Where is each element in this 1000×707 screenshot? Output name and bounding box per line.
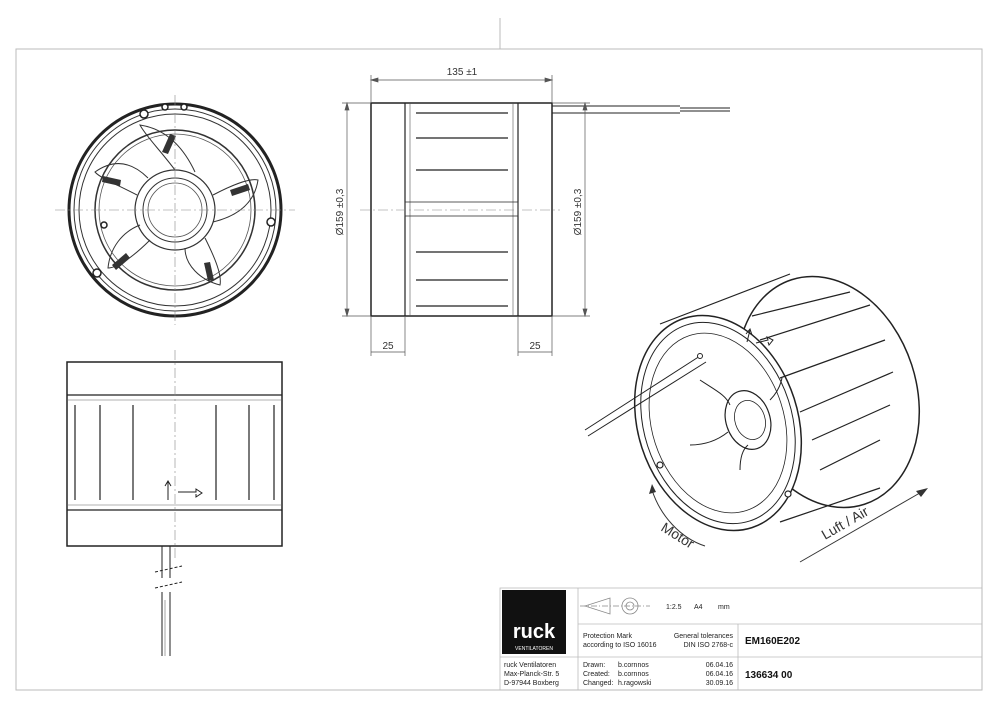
dimension-diameter-right: Ø159 ±0,3 [573,188,584,235]
tolerance-line2: DIN ISO 2768-c [684,642,734,649]
history-name: b.cornnos [618,671,649,678]
address-line: D-97944 Boxberg [504,680,559,687]
history-name: b.cornnos [618,662,649,669]
unit: mm [718,604,730,611]
history-date: 06.04.16 [706,662,733,669]
motor-rotation-arrow [649,484,706,547]
dimension-length: 135 ±1 [447,67,478,78]
tolerance-line1: General tolerances [674,633,734,640]
paper-size: A4 [694,604,703,611]
isometric-view [584,273,921,532]
history-date: 30.09.16 [706,680,733,687]
top-view [66,350,283,656]
company-logo: ruck [513,621,556,643]
company-logo-sub: VENTILATOREN [515,646,553,652]
part-number: 136634 00 [745,670,793,681]
dimension-flange-right: 25 [529,341,541,352]
dimension-diameter-left: Ø159 ±0,3 [335,188,346,235]
history-name: h.ragowski [618,680,652,687]
title-block [499,587,983,691]
company-logo-box [502,590,566,654]
front-view [55,95,295,325]
protection-mark-line1: Protection Mark [583,633,633,640]
side-view [360,102,730,317]
address-line: ruck Ventilatoren [504,662,556,669]
model-name: EM160E202 [745,636,800,647]
scale: 1:2.5 [666,604,682,611]
history-label: Changed: [583,680,613,687]
history-label: Drawn: [583,662,605,669]
dimension-flange-left: 25 [382,341,394,352]
address-line: Max-Planck-Str. 5 [504,671,559,678]
history-label: Created: [583,671,610,678]
projection-symbol-icon [580,597,650,615]
dimension-lines [342,75,590,356]
protection-mark-line2: according to ISO 16016 [583,642,657,649]
history-date: 06.04.16 [706,671,733,678]
motor-label: Motor [658,519,697,552]
air-flow-arrow [799,488,928,563]
drawing-frame [15,48,983,691]
